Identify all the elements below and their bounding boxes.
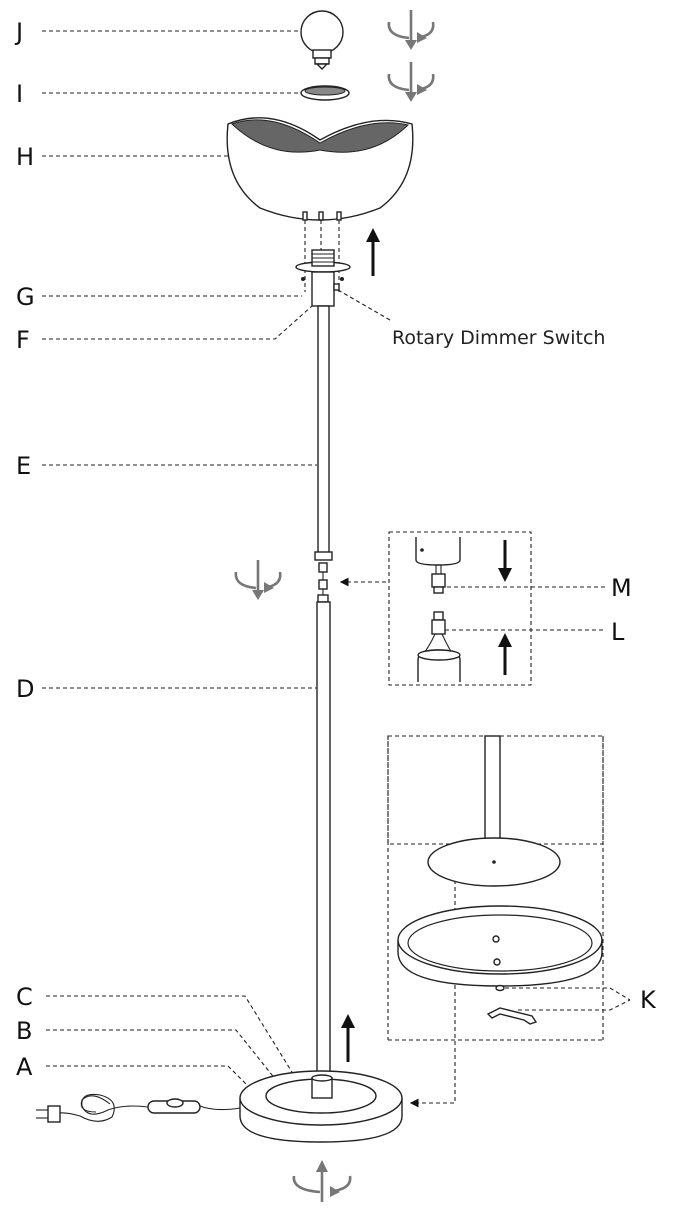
power-cord [36,1093,241,1123]
arrow-up-base-head [341,1014,355,1028]
leader-k-upper [505,987,631,1001]
label-m: M [611,574,632,602]
label-f: F [16,326,30,354]
rotary-dimmer-switch-label: Rotary Dimmer Switch [392,327,605,349]
label-i: I [16,80,23,108]
arrow-up-connector-head [498,633,512,647]
label-k: K [640,986,657,1014]
arrow-down-connector-head [498,568,512,582]
leader-f [42,305,313,340]
bowl-shade [226,117,414,221]
rotate-icon [387,10,435,50]
light-bulb [300,10,344,70]
label-b: B [16,1017,32,1045]
assembly-arrows [341,228,512,1062]
arrow-up-shade-head [366,228,380,242]
label-j: J [14,18,23,46]
label-h: H [16,143,34,171]
pole-connector [317,562,329,603]
label-c: C [16,983,33,1011]
leader-c [46,995,296,1078]
label-g: G [16,283,35,311]
rotate-icon [292,1160,352,1202]
label-l: L [611,618,625,646]
leader-b [46,1029,285,1091]
leader-switch [337,289,391,321]
base-detail-box [387,735,604,1041]
base [239,1070,403,1143]
upper-pole [314,305,333,561]
shade-ring [300,85,350,101]
rotate-icon [234,560,282,600]
leader-a [46,1065,263,1101]
label-d: D [16,675,34,703]
connector-detail-box [388,531,532,686]
rotate-icon [387,62,435,102]
socket-assembly [295,249,351,307]
label-e: E [16,452,31,480]
lower-pole [316,601,331,1081]
leader-k-lower [518,999,631,1011]
label-a: A [16,1053,33,1081]
